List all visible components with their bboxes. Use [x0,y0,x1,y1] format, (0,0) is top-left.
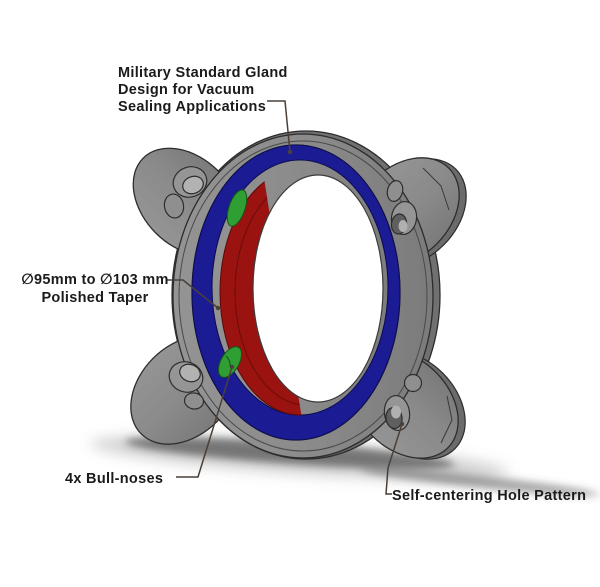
labels: Military Standard Gland Design for Vacuu… [21,65,586,504]
leader-dot-gland [287,149,293,155]
leader-bullnoses [176,366,233,478]
hole-bottom-left-small [183,392,205,410]
bullnoses [217,189,248,378]
taper-label-line1: ∅95mm to ∅103 mm [21,272,168,288]
hole-top-right-small [386,180,404,202]
lobe-facet-edges [422,167,453,444]
hole-top-left-small [163,193,185,219]
hole-pattern [163,166,423,432]
gland-label-line3: Sealing Applications [118,99,266,115]
counterbore-top-right-highlight [398,220,408,232]
leader-lines [167,100,403,495]
chamfer-edge [178,140,428,452]
gland-label-line2: Design for Vacuum [118,82,254,98]
shadow-streak [360,468,600,496]
taper-label-line2: Polished Taper [41,290,148,306]
counterbore-bottom-left-inner [179,363,201,383]
leader-dot-hole-pattern [399,421,405,427]
hole-pattern-label: Self-centering Hole Pattern [392,488,586,504]
leader-taper [167,279,219,309]
leader-dot-bullnoses [229,364,235,370]
bullnoses-label: 4x Bull-noses [65,471,163,487]
gland-label-line1: Military Standard Gland [118,65,288,81]
leader-hole-pattern [385,423,403,495]
bullnose-top [226,189,248,227]
counterbore-top-left-inner [182,175,204,195]
counterbore-bottom-right-highlight [391,405,401,419]
leader-dot-taper [215,305,221,311]
gland-seal-ring [191,144,401,441]
leader-dots [215,149,405,427]
inner-bore [252,174,384,403]
leader-gland [267,100,291,153]
hole-bottom-right-small [403,373,423,393]
